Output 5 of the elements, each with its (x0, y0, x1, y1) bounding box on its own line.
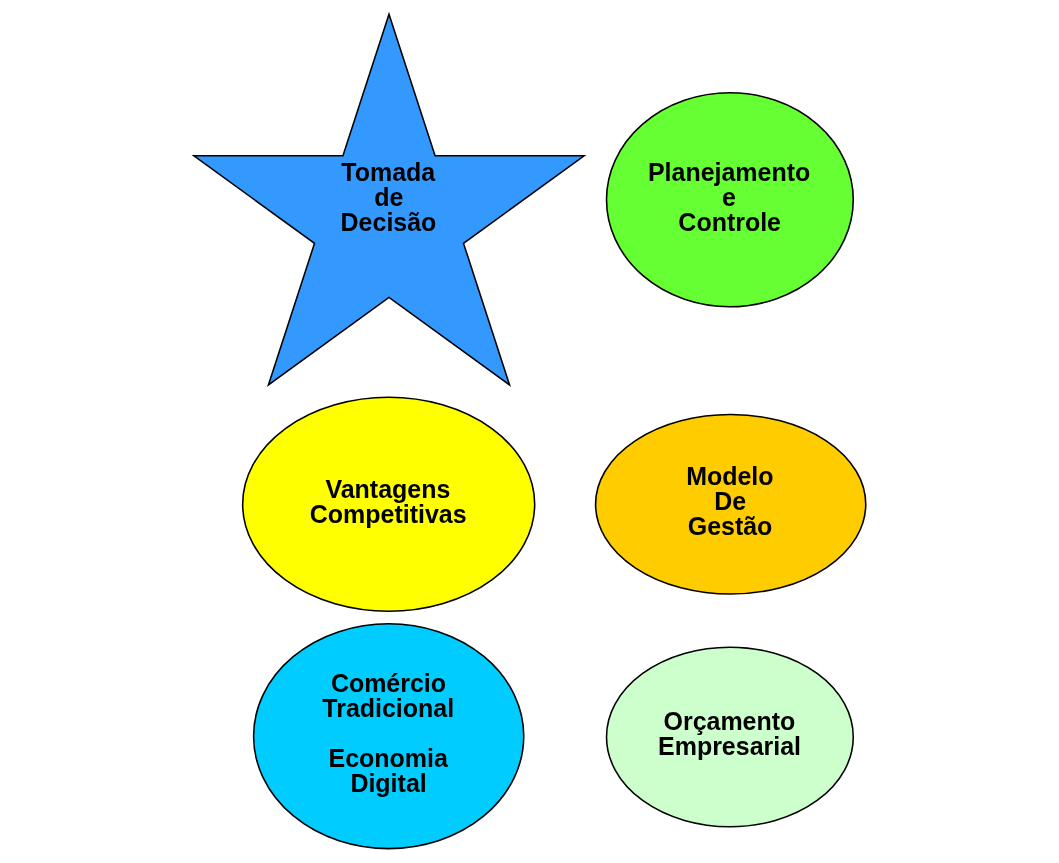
node-ellipse: Modelo De Gestão (594, 413, 867, 595)
node-ellipse: Vantagens Competitivas (241, 396, 535, 613)
node-ellipse: Planejamento e Controle (605, 92, 854, 308)
node-ellipse: Orçamento Empresarial (605, 646, 854, 828)
node-ellipse: Comércio Tradicional Economia Digital (252, 622, 525, 850)
